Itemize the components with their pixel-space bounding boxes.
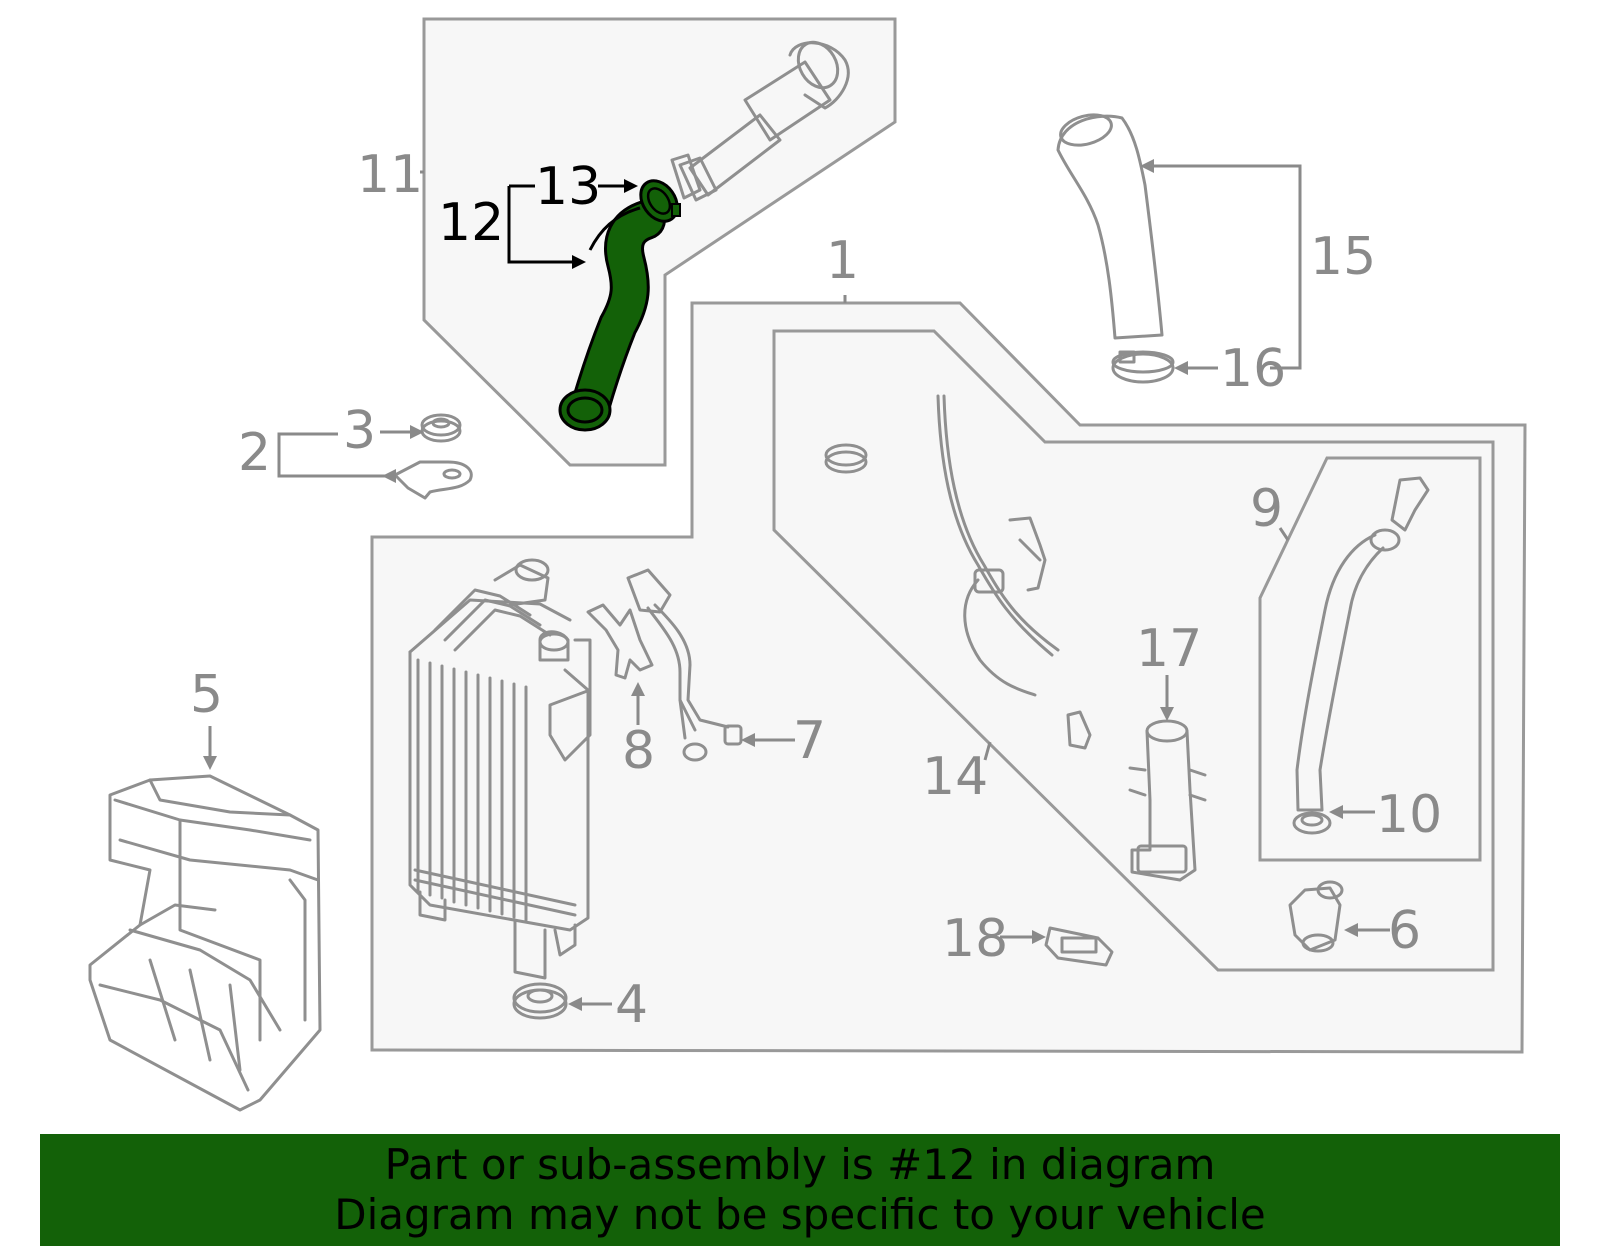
label-2: 2	[238, 423, 271, 483]
panel-9-group	[1258, 456, 1482, 862]
label-16: 16	[1220, 339, 1286, 399]
label-10: 10	[1376, 785, 1442, 845]
part-9-hose	[1295, 476, 1430, 812]
label-4: 4	[615, 975, 648, 1035]
banner-line-2: Diagram may not be specific to your vehi…	[334, 1190, 1266, 1239]
part-12-hose[interactable]	[558, 200, 666, 432]
part-14-harness	[824, 394, 1092, 750]
label-3: 3	[343, 401, 376, 461]
label-9: 9	[1250, 479, 1283, 539]
label-7: 7	[793, 711, 826, 771]
panel-11-group	[422, 17, 897, 467]
part-13-clamp[interactable]	[633, 174, 684, 228]
part-3-grommet	[420, 413, 462, 443]
part-4-grommet	[512, 982, 568, 1020]
part-2-bracket	[393, 460, 473, 500]
label-15: 15	[1310, 227, 1376, 287]
part-15-hose	[1056, 113, 1164, 340]
part-11-pipe	[670, 40, 850, 202]
part-6-valve	[1288, 880, 1344, 953]
part-7-sensor	[626, 568, 743, 762]
parts-diagram: 1 2 3 4 5 6 7 8 9 10 11 12 13 14 15 16 1…	[88, 17, 1527, 1112]
part-10-clamp	[1292, 811, 1332, 835]
part-16-clamp	[1111, 350, 1175, 384]
label-6: 6	[1388, 901, 1421, 961]
label-12: 12	[438, 193, 504, 253]
label-13: 13	[535, 157, 601, 217]
info-banner: Part or sub-assembly is #12 in diagram D…	[40, 1134, 1560, 1246]
label-8: 8	[622, 721, 655, 781]
banner-line-1: Part or sub-assembly is #12 in diagram	[384, 1140, 1216, 1189]
label-17: 17	[1136, 619, 1202, 679]
part-1-intercooler	[408, 558, 592, 980]
label-1: 1	[826, 231, 859, 291]
label-14: 14	[922, 747, 988, 807]
leader-lines	[203, 159, 1390, 1011]
part-5-air-duct	[88, 774, 322, 1112]
label-5: 5	[190, 665, 223, 725]
label-11: 11	[357, 145, 423, 205]
part-8-bracket	[586, 603, 654, 680]
part-18-sensor	[1044, 926, 1114, 967]
label-18: 18	[942, 909, 1008, 969]
leader-lines-highlight	[507, 179, 638, 269]
